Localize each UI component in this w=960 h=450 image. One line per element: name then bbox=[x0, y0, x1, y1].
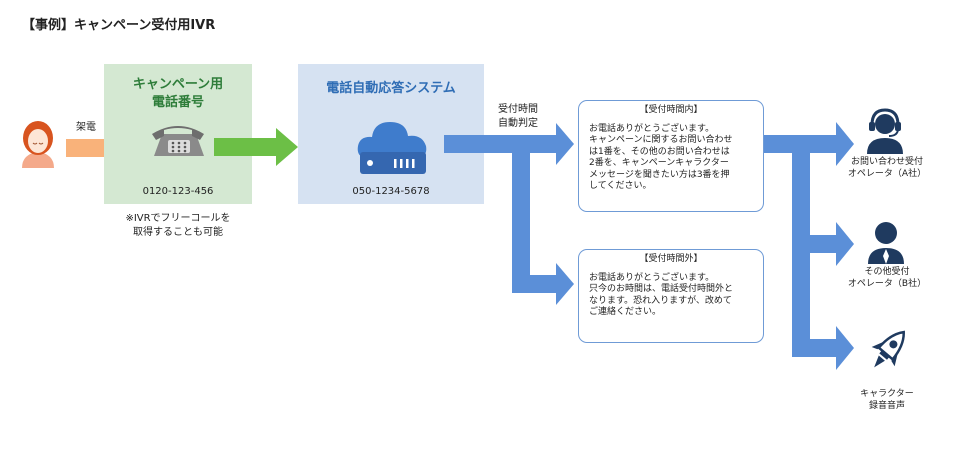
rocket-icon bbox=[871, 330, 905, 368]
dest-b-label: その他受付 オペレータ（B社） bbox=[847, 267, 927, 289]
campaign-number: 0120-123-456 bbox=[142, 186, 214, 197]
forward-arrow bbox=[214, 128, 298, 166]
routing-arrows bbox=[444, 123, 574, 305]
ivr-system-number: 050-1234-5678 bbox=[352, 186, 430, 197]
caller-person-icon bbox=[22, 121, 54, 168]
freecall-note: ※IVRでフリーコールを 取得することも可能 bbox=[125, 213, 231, 238]
distribution-arrows bbox=[764, 122, 854, 370]
headset-operator-icon bbox=[867, 108, 903, 154]
telephone-icon bbox=[152, 126, 204, 156]
cloud-server-icon bbox=[357, 122, 427, 174]
routing-label: 受付時間 自動判定 bbox=[498, 104, 538, 129]
dest-c-label: キャラクター 録音音声 bbox=[860, 389, 914, 411]
operator-person-icon bbox=[868, 222, 904, 264]
call-label: 架電 bbox=[76, 122, 96, 133]
campaign-number-title: キャンペーン用 電話番号 bbox=[132, 77, 224, 110]
message-out-of-hours: 【受付時間外】 お電話ありがとうございます。 只今のお時間は、電話受付時間外と … bbox=[578, 249, 764, 343]
ivr-system-title: 電話自動応答システム bbox=[326, 81, 456, 96]
dest-a-label: お問い合わせ受付 オペレータ（A社） bbox=[847, 157, 927, 179]
page-title: 【事例】キャンペーン受付用IVR bbox=[22, 18, 216, 33]
message-in-hours: 【受付時間内】 お電話ありがとうございます。 キャンペーンに関するお問い合わせ … bbox=[578, 100, 764, 212]
